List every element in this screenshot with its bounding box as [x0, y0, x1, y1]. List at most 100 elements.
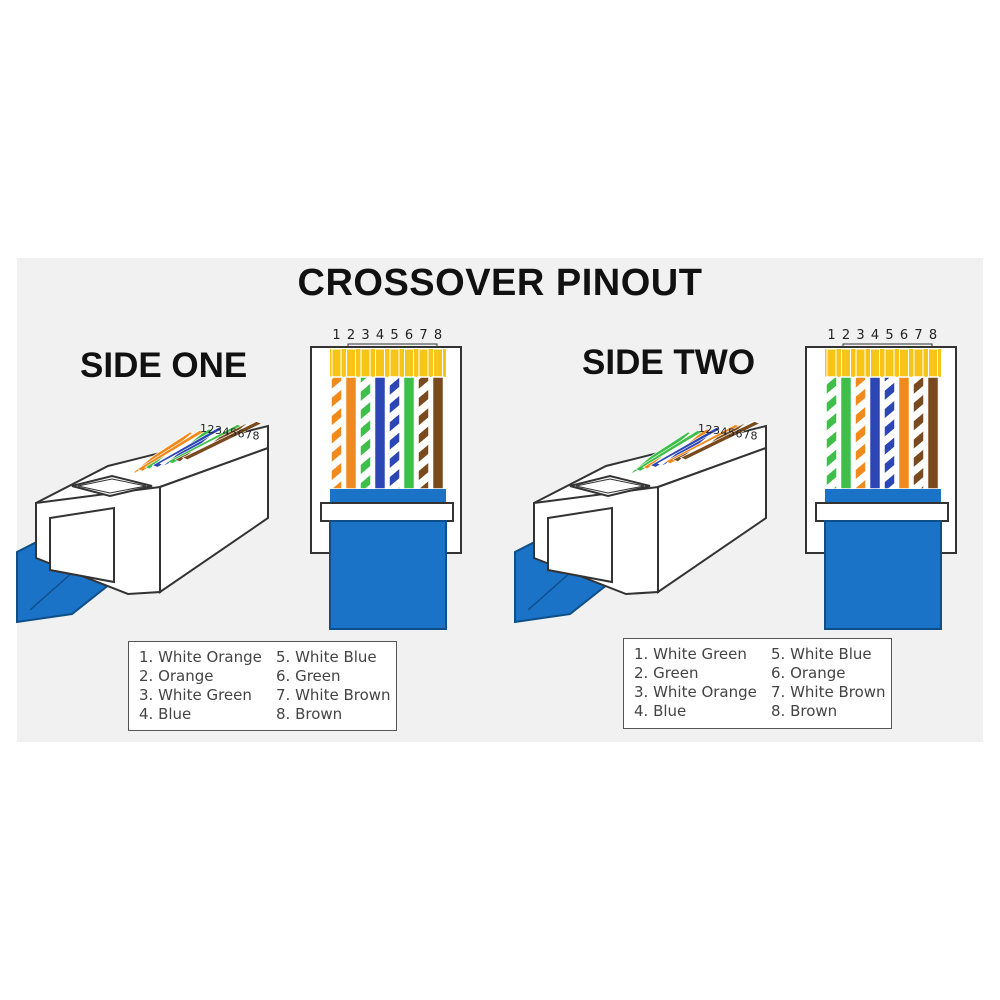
wire-pin-2: [839, 376, 853, 490]
pin-number: 6: [900, 328, 908, 343]
gold-contact: [884, 348, 895, 378]
legend-item: 2. Green: [634, 664, 699, 682]
gold-contact: [331, 348, 342, 378]
pin-number: 7: [914, 328, 922, 343]
pin-number: 4: [721, 425, 728, 438]
legend-item: 4. Blue: [634, 702, 687, 720]
pin-number: 6: [736, 428, 743, 441]
side-two-title: SIDE TWO: [582, 343, 756, 382]
pin-number: 8: [751, 430, 758, 443]
legend-item: 3. White Orange: [634, 683, 757, 701]
pin-number: 8: [434, 328, 442, 343]
gold-contact: [346, 348, 356, 378]
wire-pin-6: [402, 376, 416, 490]
legend-item: 3. White Green: [139, 686, 252, 704]
gold-contact: [418, 348, 429, 378]
wire-pin-8: [926, 376, 940, 490]
legend-item: 5. White Blue: [276, 648, 377, 666]
pin-number: 7: [743, 429, 750, 442]
wire-pin-6: [897, 376, 911, 490]
wire-pin-4: [868, 376, 882, 490]
pin-number: 2: [208, 423, 215, 436]
legend-item: 6. Green: [276, 667, 341, 685]
pin-number: 5: [390, 328, 398, 343]
pin-number: 5: [230, 426, 237, 439]
gold-contact: [855, 348, 866, 378]
side-one-front-opening: [49, 506, 115, 584]
pin-number: 5: [728, 426, 735, 439]
gold-contact: [433, 348, 443, 378]
pin-number: 4: [871, 328, 879, 343]
wire-pin-1: [825, 376, 838, 490]
gold-contact: [841, 348, 851, 378]
wire-pin-7: [417, 376, 430, 490]
wire-pin-8: [431, 376, 445, 490]
legend-item: 5. White Blue: [771, 645, 872, 663]
wire-pin-5: [388, 376, 401, 490]
wire-pin-1: [330, 376, 343, 490]
pin-number: 3: [856, 328, 864, 343]
pin-number: 1: [827, 328, 835, 343]
gold-contact: [870, 348, 880, 378]
gold-contact: [913, 348, 924, 378]
wire-pin-2: [344, 376, 358, 490]
pin-number: 2: [842, 328, 850, 343]
wire-pin-5: [883, 376, 896, 490]
side-two-cable-front: [824, 520, 942, 630]
pin-number: 3: [215, 424, 222, 437]
side-two-crimp: [815, 502, 949, 522]
pin-number: 3: [713, 424, 720, 437]
pin-number: 4: [223, 425, 230, 438]
diagram-title: CROSSOVER PINOUT: [297, 262, 703, 304]
legend-item: 6. Orange: [771, 664, 846, 682]
gold-contact: [375, 348, 385, 378]
side-one-cable-front: [329, 520, 447, 630]
gold-contact: [389, 348, 400, 378]
pin-number: 8: [253, 430, 260, 443]
gold-contact: [928, 348, 938, 378]
pin-number: 6: [405, 328, 413, 343]
legend-item: 7. White Brown: [771, 683, 886, 701]
side-one-crimp: [320, 502, 454, 522]
pin-number: 1: [200, 422, 207, 435]
pin-number: 7: [245, 429, 252, 442]
legend-item: 7. White Brown: [276, 686, 391, 704]
gold-contact: [826, 348, 837, 378]
legend-item: 1. White Orange: [139, 648, 262, 666]
pin-number: 5: [885, 328, 893, 343]
pin-number: 1: [332, 328, 340, 343]
wire-pin-3: [359, 376, 372, 490]
side-two-front-opening: [547, 506, 613, 584]
gold-contact: [360, 348, 371, 378]
wire-pin-8: [181, 421, 263, 461]
gold-contact: [404, 348, 414, 378]
legend-item: 8. Brown: [276, 705, 343, 723]
legend-item: 2. Orange: [139, 667, 214, 685]
side-one-legend: 1. White Orange 2. Orange 3. White Green…: [128, 641, 397, 731]
legend-item: 8. Brown: [771, 702, 838, 720]
wire-pin-8: [679, 421, 761, 461]
pin-number: 6: [238, 428, 245, 441]
wire-pin-4: [373, 376, 387, 490]
pin-number: 2: [706, 423, 713, 436]
wire-pin-3: [854, 376, 867, 490]
side-one-cable-band: [330, 489, 446, 503]
pin-number: 1: [698, 422, 705, 435]
pin-number: 2: [347, 328, 355, 343]
pin-number: 3: [361, 328, 369, 343]
side-one-title: SIDE ONE: [80, 346, 248, 385]
wire-pin-7: [912, 376, 925, 490]
side-two-legend: 1. White Green 2. Green 3. White Orange …: [623, 638, 892, 729]
side-two-cable-band: [825, 489, 941, 503]
legend-item: 1. White Green: [634, 645, 747, 663]
pin-number: 7: [419, 328, 427, 343]
pin-number: 4: [376, 328, 384, 343]
pin-number: 8: [929, 328, 937, 343]
gold-contact: [899, 348, 909, 378]
legend-item: 4. Blue: [139, 705, 192, 723]
